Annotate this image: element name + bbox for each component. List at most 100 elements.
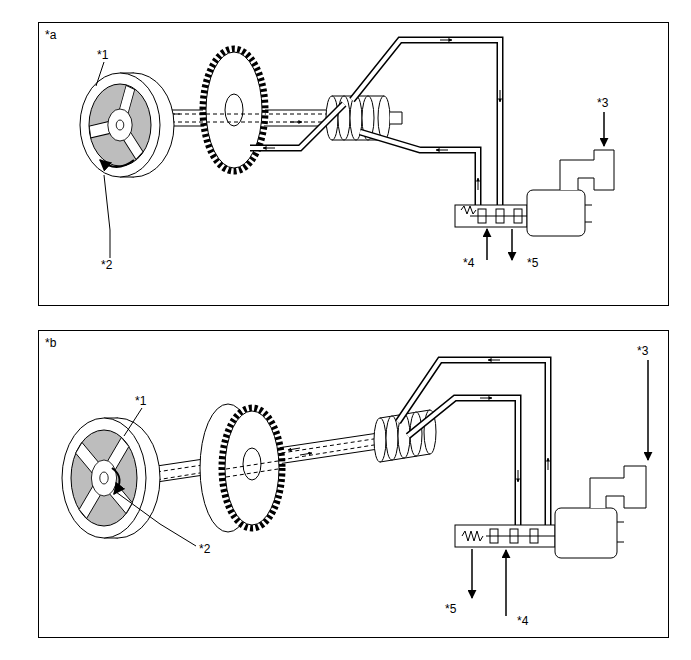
oil-control-valve-b-part bbox=[462, 531, 483, 541]
oil-pipes-a-part bbox=[352, 40, 500, 205]
flow-arrows-a-part bbox=[500, 90, 501, 102]
oil-passage-arrows-b bbox=[288, 448, 312, 455]
cam-journal-b-part bbox=[386, 416, 398, 460]
flow-arrows-ocv-a-part bbox=[603, 112, 605, 146]
cam-journal-a-part bbox=[390, 112, 402, 124]
flow-arrows-a-part bbox=[263, 148, 275, 149]
oil-passage-arrows-b-part bbox=[300, 453, 312, 455]
oil-control-valve-a-part bbox=[455, 205, 527, 227]
oil-control-valve-b bbox=[455, 466, 646, 558]
sprocket-b-part bbox=[226, 469, 278, 477]
vvt-controller-b-part bbox=[76, 437, 133, 518]
sprocket-b-part bbox=[225, 411, 279, 525]
oil-control-valve-a-part bbox=[470, 216, 527, 217]
flow-arrows-ocv-a bbox=[487, 112, 604, 260]
flow-arrows-ocv-a-part bbox=[486, 229, 488, 260]
oil-pipes-a-part bbox=[250, 104, 344, 148]
vvt-controller-b-part-part bbox=[91, 460, 116, 496]
oil-control-valve-b-part bbox=[617, 522, 624, 523]
panel-frame: *b bbox=[38, 330, 669, 638]
flow-arrows-a-part bbox=[440, 40, 452, 41]
oil-passage-arrows-a-part bbox=[290, 122, 302, 123]
callout-number: *5 bbox=[526, 256, 539, 270]
panel-label: *b bbox=[39, 331, 56, 350]
leader-lines-b-part bbox=[124, 408, 142, 436]
sprocket-b-part bbox=[243, 448, 261, 480]
vvt-controller-a-part-part bbox=[116, 120, 124, 130]
callout-number: *1 bbox=[96, 48, 109, 62]
oil-control-valve-a-part bbox=[560, 150, 614, 190]
vvt-controller-a-part-part bbox=[108, 109, 132, 141]
vvt-controller-b-part-part bbox=[100, 472, 108, 484]
oil-control-valve-b-part bbox=[486, 536, 555, 537]
sprocket-b bbox=[200, 404, 282, 532]
oil-control-valve-b-part bbox=[617, 542, 624, 543]
oil-pipes-a-part bbox=[352, 40, 500, 205]
oil-control-valve-a-part bbox=[527, 190, 585, 236]
sprocket-a-part bbox=[203, 49, 265, 171]
oil-pipes-a-part bbox=[360, 132, 478, 205]
sprocket-a-part bbox=[206, 114, 262, 115]
vvt-controller-b-part bbox=[112, 468, 120, 494]
oil-pipes-a-part bbox=[360, 132, 478, 205]
callout-number: *3 bbox=[636, 344, 649, 358]
oil-control-valve-b-part bbox=[555, 508, 617, 558]
flow-arrows-a-part bbox=[436, 150, 448, 151]
oil-pipes-a-part bbox=[250, 104, 344, 148]
callout-number: *2 bbox=[198, 542, 211, 556]
sprocket-b-part bbox=[222, 408, 282, 528]
callout-number: *4 bbox=[516, 614, 529, 628]
panel-frame: *a bbox=[38, 22, 669, 306]
cam-journal-a-part bbox=[338, 96, 350, 140]
oil-pipes-a bbox=[250, 40, 500, 205]
flow-arrows-ocv-a-part bbox=[511, 229, 513, 260]
flow-arrows-b bbox=[480, 360, 548, 482]
oil-pipes-b-part bbox=[408, 398, 518, 525]
oil-passage-arrows-b-part bbox=[288, 448, 300, 450]
oil-pipes-b-part bbox=[398, 360, 548, 525]
flow-arrows-b-part bbox=[488, 360, 500, 361]
vvt-controller-b-part bbox=[71, 430, 137, 526]
cam-journal-a-part bbox=[378, 96, 390, 140]
flow-arrows-ocv-b-part bbox=[647, 360, 649, 460]
cam-journal-b-part bbox=[374, 418, 386, 462]
flow-arrows-ocv-b bbox=[472, 360, 648, 616]
sprocket-a-part bbox=[225, 94, 243, 126]
vvt-controller-b bbox=[62, 418, 160, 538]
sprocket-b-part bbox=[226, 461, 278, 469]
vvt-controller-a bbox=[80, 73, 174, 177]
oil-pipes-b-part bbox=[398, 360, 548, 525]
vvt-controller-b-part bbox=[62, 418, 146, 538]
oil-control-valve-b-part bbox=[455, 525, 555, 547]
leader-lines-b bbox=[116, 408, 196, 546]
oil-control-valve-a bbox=[455, 150, 614, 236]
flow-arrows-b-part bbox=[480, 398, 492, 399]
flow-arrows-ocv-b-part bbox=[471, 549, 473, 598]
flow-arrows-a bbox=[263, 40, 500, 190]
vvt-controller-a-part bbox=[89, 85, 143, 159]
oil-pipes-b-part bbox=[408, 398, 518, 525]
oil-control-valve-a-part bbox=[585, 205, 592, 206]
leader-lines-a-part bbox=[104, 175, 110, 258]
panel-label: *a bbox=[39, 23, 56, 42]
vvt-controller-a-part bbox=[80, 73, 160, 177]
callout-number: *5 bbox=[444, 602, 457, 616]
oil-control-valve-a-part bbox=[585, 222, 592, 223]
oil-pipes-b bbox=[398, 360, 548, 525]
sprocket-a bbox=[203, 49, 265, 171]
vvt-controller-a-part bbox=[89, 84, 151, 166]
callout-number: *2 bbox=[100, 258, 113, 272]
oil-control-valve-b-part bbox=[590, 466, 646, 508]
leader-lines-a-part bbox=[96, 62, 104, 86]
flow-arrows-b-part bbox=[548, 458, 549, 470]
oil-control-valve-a-part bbox=[461, 206, 476, 214]
leader-lines-a bbox=[96, 62, 110, 258]
flow-arrows-a-part bbox=[478, 178, 479, 190]
callout-number: *3 bbox=[596, 96, 609, 110]
sprocket-a-part bbox=[206, 122, 262, 123]
vvt-controller-a-part bbox=[100, 160, 134, 167]
leader-lines-b-part bbox=[116, 492, 196, 546]
flow-arrows-b-part bbox=[518, 470, 519, 482]
flow-arrows-ocv-b-part bbox=[505, 550, 507, 616]
